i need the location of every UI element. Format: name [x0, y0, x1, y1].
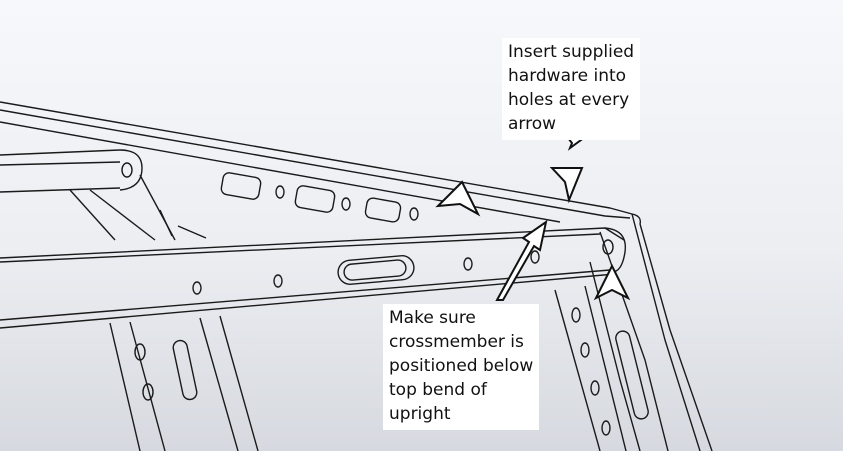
crossmember-callout-line: Make sure — [389, 308, 476, 328]
hardware-callout-line: hardware into — [508, 66, 627, 86]
hardware-callout-line: holes at every — [508, 90, 630, 110]
hardware-callout-line: Insert supplied — [508, 42, 635, 62]
hollow-arrowhead-icon — [593, 263, 631, 301]
hollow-arrowhead-icon — [435, 131, 631, 301]
crossmember-callout: Make sure crossmember is positioned belo… — [383, 304, 540, 430]
crossmember-callout-line: top bend of — [389, 380, 487, 400]
hollow-arrowhead-icon — [435, 180, 481, 217]
crossmember-callout-line: positioned below — [389, 356, 534, 376]
crossmember-callout-line: upright — [389, 404, 451, 424]
crossmember-callout-line: crossmember is — [389, 332, 524, 352]
hardware-callout-line: arrow — [508, 114, 557, 134]
hardware-callout: Insert supplied hardware into holes at e… — [502, 38, 641, 140]
hollow-arrowhead-icon — [549, 167, 584, 204]
long-arrow-icon — [495, 219, 548, 301]
